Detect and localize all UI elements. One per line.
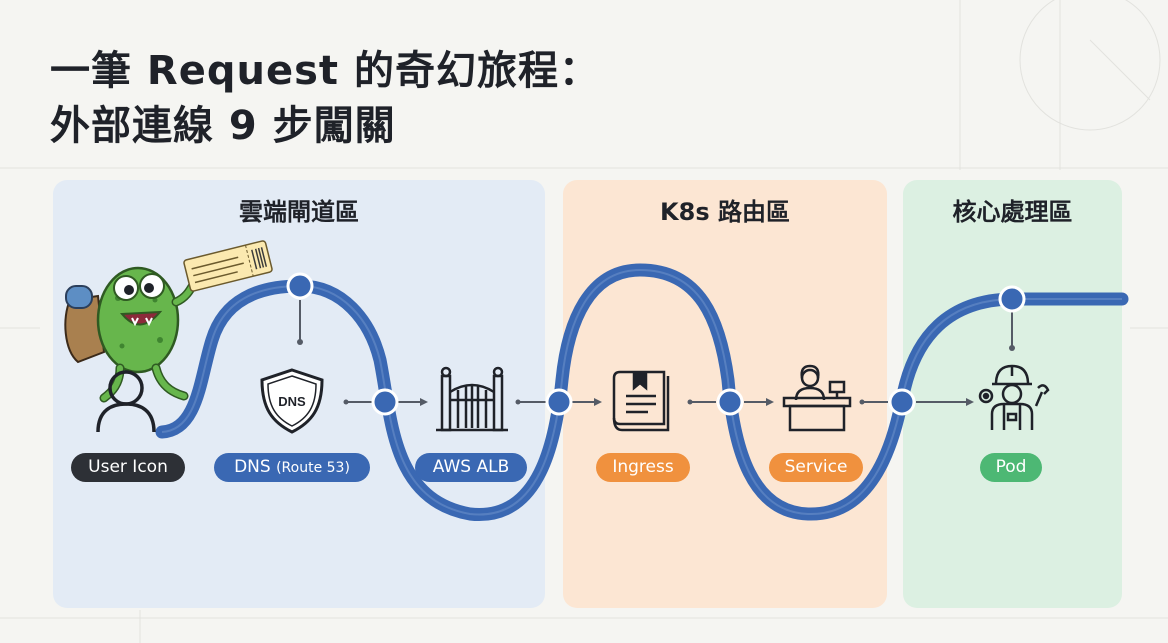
- page-title: 一筆 Request 的奇幻旅程： 外部連線 9 步闖關: [50, 44, 600, 154]
- path-node-5: [888, 388, 916, 416]
- path-node-3: [545, 388, 573, 416]
- path-node-1: [286, 272, 314, 300]
- k8s-zone-label: K8s 路由區: [660, 198, 790, 226]
- pod-label: Pod: [980, 453, 1042, 482]
- receptionist-icon: [782, 364, 852, 432]
- dns-label-main: DNS: [234, 457, 271, 477]
- title-line-1: 一筆 Request 的奇幻旅程：: [50, 48, 600, 94]
- ticket-icon: [183, 240, 273, 292]
- core-zone-label: 核心處理區: [952, 198, 1073, 226]
- book-icon: [612, 370, 670, 432]
- dns-icon-text: DNS: [278, 394, 306, 409]
- aws-alb-label: AWS ALB: [415, 453, 527, 482]
- dns-shield-icon: DNS: [260, 368, 324, 434]
- ingress-label: Ingress: [596, 453, 690, 482]
- gate-icon: [436, 366, 508, 432]
- title-line-2: 外部連線 9 步闖關: [50, 103, 396, 149]
- worker-icon: [978, 364, 1050, 430]
- path-node-2: [371, 388, 399, 416]
- user-icon: [96, 370, 156, 433]
- monster-mascot-icon: [64, 266, 205, 403]
- service-label: Service: [769, 453, 863, 482]
- path-node-6: [998, 285, 1026, 313]
- dns-label: DNS (Route 53): [214, 453, 370, 482]
- core-processing-zone: [903, 180, 1122, 608]
- user-icon-label: User Icon: [71, 453, 185, 482]
- path-node-4: [716, 388, 744, 416]
- cloud-zone-label: 雲端閘道區: [239, 198, 359, 226]
- dns-label-sub: (Route 53): [276, 460, 350, 476]
